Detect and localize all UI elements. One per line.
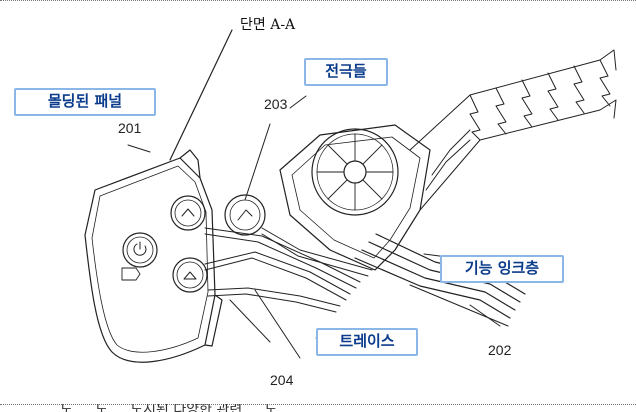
section-label: 단면 A-A bbox=[240, 17, 296, 33]
callout-traces: 트레이스 bbox=[316, 328, 418, 356]
callout-electrodes: 전극들 bbox=[304, 58, 388, 86]
top-dotted-border bbox=[0, 0, 636, 1]
electrode-button-shape bbox=[224, 194, 266, 236]
ref-number-panel: 201 bbox=[118, 120, 142, 136]
ref-number-traces: 204 bbox=[270, 372, 294, 388]
leader-lines bbox=[127, 95, 509, 359]
bottom-dotted-border bbox=[0, 404, 636, 405]
bottom-cut-text: 도 ... 도 ... 도시된 다양한 관련 ... 도 bbox=[60, 404, 278, 412]
molded-panel-shape bbox=[84, 29, 233, 363]
trace-lines bbox=[204, 227, 373, 343]
zigzag-tail-shape bbox=[409, 49, 617, 211]
callout-functional-ink-layer: 기능 잉크층 bbox=[440, 255, 564, 283]
callout-molded-panel: 몰딩된 패널 bbox=[14, 88, 156, 116]
ref-number-electrodes: 203 bbox=[264, 96, 288, 112]
ref-number-ink-layer: 202 bbox=[488, 342, 512, 358]
flex-circuit-shape bbox=[279, 124, 526, 319]
